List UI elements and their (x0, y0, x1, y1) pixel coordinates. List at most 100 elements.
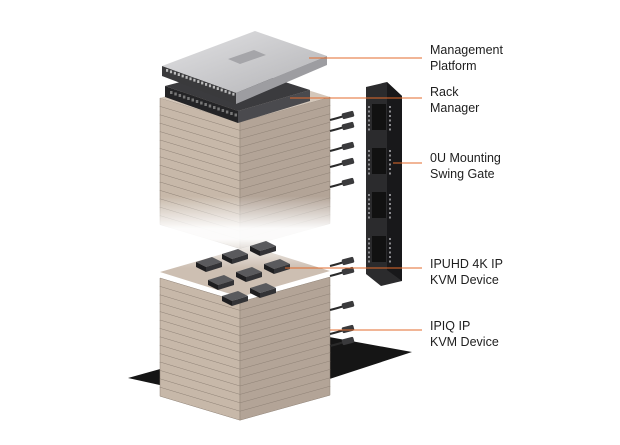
port (170, 91, 173, 94)
dongle (329, 324, 355, 335)
gate-hole (368, 163, 370, 166)
gate-hole (368, 198, 370, 201)
gate-window (372, 192, 386, 218)
gate-hole (368, 128, 370, 131)
port (213, 106, 216, 109)
kvm-device (222, 291, 248, 306)
gate-window (372, 236, 386, 262)
gate-hole (368, 247, 370, 249)
gate-hole (389, 110, 391, 113)
port (200, 101, 203, 105)
server-unit (159, 385, 331, 421)
gate-hole (368, 119, 370, 122)
port (217, 107, 220, 111)
kvm-device (250, 241, 276, 256)
gate-hole (389, 212, 391, 214)
label-line: IPUHD 4K IP (430, 257, 503, 271)
gate-hole (389, 194, 391, 196)
gate-hole (368, 207, 370, 210)
dongle (329, 300, 355, 311)
kvm-device (264, 259, 290, 274)
gate-hole (368, 216, 370, 219)
gate-hole (368, 115, 370, 117)
server-unit (159, 130, 331, 165)
fade-band (150, 196, 350, 268)
gate-hole (389, 216, 391, 219)
dongle (329, 256, 355, 267)
port (225, 110, 229, 114)
gate-hole (389, 203, 391, 205)
port (221, 109, 225, 112)
gate-hole (389, 124, 391, 126)
dongle (329, 121, 355, 132)
label-line: KVM Device (430, 335, 499, 349)
gate-hole (389, 150, 391, 152)
gate-window (372, 104, 386, 130)
label-line: KVM Device (430, 273, 499, 287)
label-ipiq-kvm: IPIQ IP KVM Device (430, 318, 499, 350)
port (181, 74, 184, 78)
port (234, 113, 237, 117)
port (178, 94, 182, 97)
label-line: Manager (430, 101, 480, 115)
gate-hole (368, 242, 370, 245)
server-unit (159, 352, 331, 387)
gate-window (372, 148, 386, 174)
label-line: Management (430, 43, 503, 57)
gate-hole (368, 256, 370, 258)
kvm-device (236, 267, 262, 282)
gate-hole (389, 242, 391, 245)
port (197, 80, 200, 83)
cable-dongles (329, 110, 355, 347)
port (189, 77, 192, 81)
leader-lines (285, 57, 422, 331)
port (174, 92, 177, 96)
gate-hole (368, 212, 370, 214)
gate-hole (368, 150, 370, 152)
label-line: Rack (430, 85, 459, 99)
port (193, 78, 196, 82)
port (204, 103, 207, 106)
gate-hole (389, 159, 391, 161)
port (220, 88, 223, 92)
port (187, 97, 190, 100)
port (201, 81, 204, 85)
gate-hole (368, 154, 370, 157)
kvm-device (250, 283, 276, 298)
gate-hole (368, 110, 370, 113)
port (224, 90, 227, 93)
server-unit (159, 138, 331, 174)
port (191, 98, 194, 102)
port (212, 85, 215, 89)
label-line: Swing Gate (430, 167, 495, 181)
label-swing-gate: 0U Mounting Swing Gate (430, 150, 501, 182)
port (230, 112, 233, 115)
gate-hole (389, 251, 391, 254)
gate-hole (368, 172, 370, 175)
port (228, 91, 231, 95)
kvm-device (222, 249, 248, 264)
port (216, 87, 219, 90)
dongle (329, 157, 355, 168)
gate-hole (389, 207, 391, 210)
gate-hole (389, 154, 391, 157)
gate-hole (389, 256, 391, 258)
gate-hole (368, 194, 370, 196)
port (173, 71, 176, 75)
gate-hole (368, 251, 370, 254)
gate-hole (389, 198, 391, 201)
label-line: IPIQ IP (430, 319, 471, 333)
dongle (329, 177, 355, 188)
gate-hole (389, 172, 391, 175)
dongle (329, 141, 355, 152)
gate-hole (368, 260, 370, 263)
kvm-device (196, 257, 222, 272)
port (205, 83, 208, 86)
gate-hole (368, 159, 370, 161)
label-line: 0U Mounting (430, 151, 501, 165)
dongle (329, 110, 355, 121)
gate-hole (389, 115, 391, 117)
swing-gate (366, 82, 402, 286)
gate-hole (389, 260, 391, 263)
